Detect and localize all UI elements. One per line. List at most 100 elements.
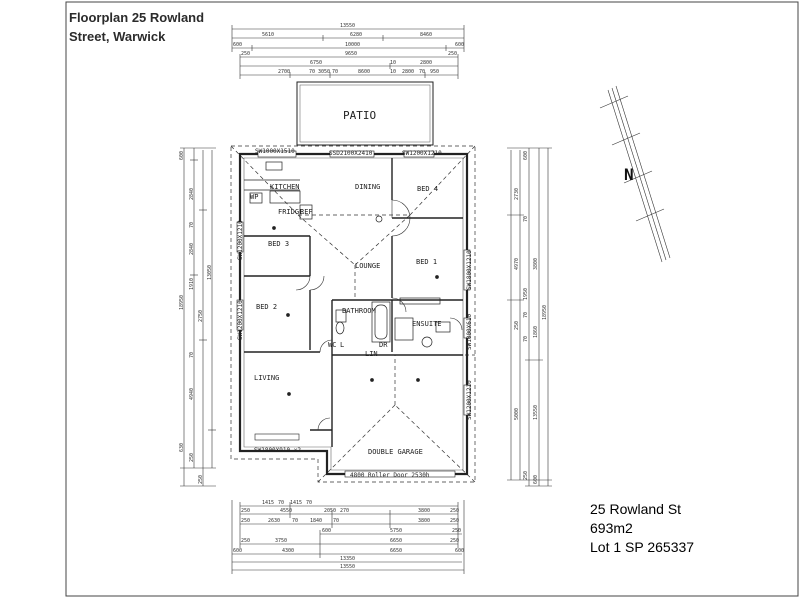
right-dimension-labels: 600 2730 70 4970 1950 70 3800 250 70 186… <box>514 151 548 484</box>
dim-label: 6650 <box>390 538 402 544</box>
dim-label: 13550 <box>340 564 355 570</box>
dim-label: 8460 <box>420 32 432 38</box>
dim-label: 250 <box>241 508 250 514</box>
window-label-right2: SW1000X610 <box>466 313 473 350</box>
room-label-lin: LIN <box>365 350 378 358</box>
dim-label: 10 <box>390 60 396 66</box>
dim-label: 70 <box>333 518 339 524</box>
dim-label: 70 <box>306 500 312 506</box>
room-labels: KITCHEN DINING BED 4 WP FRIDGE REF BED 3… <box>250 183 442 456</box>
room-label-double-garage: DOUBLE GARAGE <box>368 448 423 456</box>
dim-label: 250 <box>241 518 250 524</box>
plan-title-line2: Street, Warwick <box>69 29 166 44</box>
property-area: 693m2 <box>590 520 633 536</box>
room-label-living: LIVING <box>254 374 279 382</box>
circle-markers <box>272 215 439 396</box>
dim-label: 70 <box>278 500 284 506</box>
dim-label: 600 <box>455 42 464 48</box>
dim-label: 1415 <box>262 500 274 506</box>
window-labels: SW1000X1510 SSD2100X2410 SW1200X1210 SW1… <box>237 148 473 479</box>
room-label-bathroom: BATHROOM <box>342 307 376 315</box>
dim-label: 600 <box>523 151 529 160</box>
left-dimensions <box>180 147 216 487</box>
dim-label: 70 <box>523 312 529 318</box>
exterior-walls <box>238 152 469 476</box>
dim-label: 2050 <box>324 508 336 514</box>
window-label-right1: SW1800X1210 <box>466 250 473 290</box>
room-label-fridge: FRIDGE <box>278 208 303 216</box>
dim-label: 18950 <box>179 295 185 310</box>
top-dimension-labels: 13550 5610 6280 8460 600 10000 600 250 9… <box>233 23 464 75</box>
dim-label: 10 <box>390 69 396 75</box>
dim-label: 630 <box>179 443 185 452</box>
property-address: 25 Rowland St <box>590 501 682 517</box>
dim-label: 3800 <box>533 258 539 270</box>
top-dimensions <box>231 25 465 79</box>
room-label-kitchen: KITCHEN <box>270 183 300 191</box>
plan-title-line1: Floorplan 25 Rowland <box>69 10 205 25</box>
roof-outline <box>230 145 476 483</box>
patio: PATIO <box>296 81 434 146</box>
dim-label: 1910 <box>189 278 195 290</box>
dim-label: 270 <box>340 508 349 514</box>
dim-label: 4940 <box>189 388 195 400</box>
dim-label: 250 <box>448 51 457 57</box>
right-dimensions <box>507 147 552 487</box>
dim-label: 2730 <box>514 188 520 200</box>
dim-label: 2630 <box>268 518 280 524</box>
drawing-border <box>65 1 799 597</box>
window-label-top2: SSD2100X2410 <box>329 150 373 157</box>
dim-label: 1415 <box>290 500 302 506</box>
dim-label: 4300 <box>282 548 294 554</box>
dim-label: 70 <box>189 352 195 358</box>
north-arrow-label: N <box>624 165 634 184</box>
dim-label: 13350 <box>340 556 355 562</box>
dim-label: 70 <box>419 69 425 75</box>
dim-label: 70 <box>189 222 195 228</box>
dim-label: 250 <box>514 321 520 330</box>
dim-label: 18950 <box>542 305 548 320</box>
plan-title: Floorplan 25 Rowland Street, Warwick <box>69 8 204 46</box>
property-info: 25 Rowland St 693m2 Lot 1 SP 265337 <box>590 500 694 557</box>
dim-label: 250 <box>450 508 459 514</box>
dim-label: 4550 <box>280 508 292 514</box>
dim-label: 5000 <box>514 408 520 420</box>
dim-label: 600 <box>233 42 242 48</box>
room-label-bed2: BED 2 <box>256 303 277 311</box>
room-label-l: L <box>340 341 344 349</box>
dim-label: 2800 <box>420 60 432 66</box>
dim-label: 2750 <box>198 310 204 322</box>
window-label-bottom: SW1800X910 x2 <box>254 447 301 454</box>
dim-label: 600 <box>322 528 331 534</box>
window-label-top1: SW1000X1510 <box>255 148 295 155</box>
dim-label: 250 <box>198 475 204 484</box>
dim-label: 70 <box>292 518 298 524</box>
dim-label: 3800 <box>418 518 430 524</box>
dim-label: 250 <box>241 51 250 57</box>
dim-label: 600 <box>233 548 242 554</box>
dim-label: 250 <box>189 453 195 462</box>
dim-label: 70 <box>332 69 338 75</box>
dim-label: 2700 <box>278 69 290 75</box>
bottom-dimension-labels: 1415 70 1415 70 250 4550 2050 270 3800 2… <box>233 500 464 570</box>
bathroom-fixtures <box>335 297 451 348</box>
dim-label: 70 <box>309 69 315 75</box>
dim-label: 2800 <box>402 69 414 75</box>
dim-label: 1950 <box>523 288 529 300</box>
room-label-wc: WC <box>328 341 336 349</box>
dim-label: 250 <box>450 538 459 544</box>
window-label-left2: SW1200X1210 <box>237 300 244 340</box>
window-label-right3: SW1200X1210 <box>466 380 473 420</box>
north-arrow: N <box>599 85 671 263</box>
dim-label: 9650 <box>345 51 357 57</box>
dim-label: 5750 <box>390 528 402 534</box>
interior-walls <box>244 158 463 447</box>
room-label-wp: WP <box>250 193 258 201</box>
room-label-bed3: BED 3 <box>268 240 289 248</box>
dim-label: 13050 <box>207 265 213 280</box>
room-label-dr: DR <box>379 341 388 349</box>
dim-label: 1860 <box>533 326 539 338</box>
window-label-top3: SW1200X1210 <box>402 150 442 157</box>
wall-windows <box>236 150 471 478</box>
